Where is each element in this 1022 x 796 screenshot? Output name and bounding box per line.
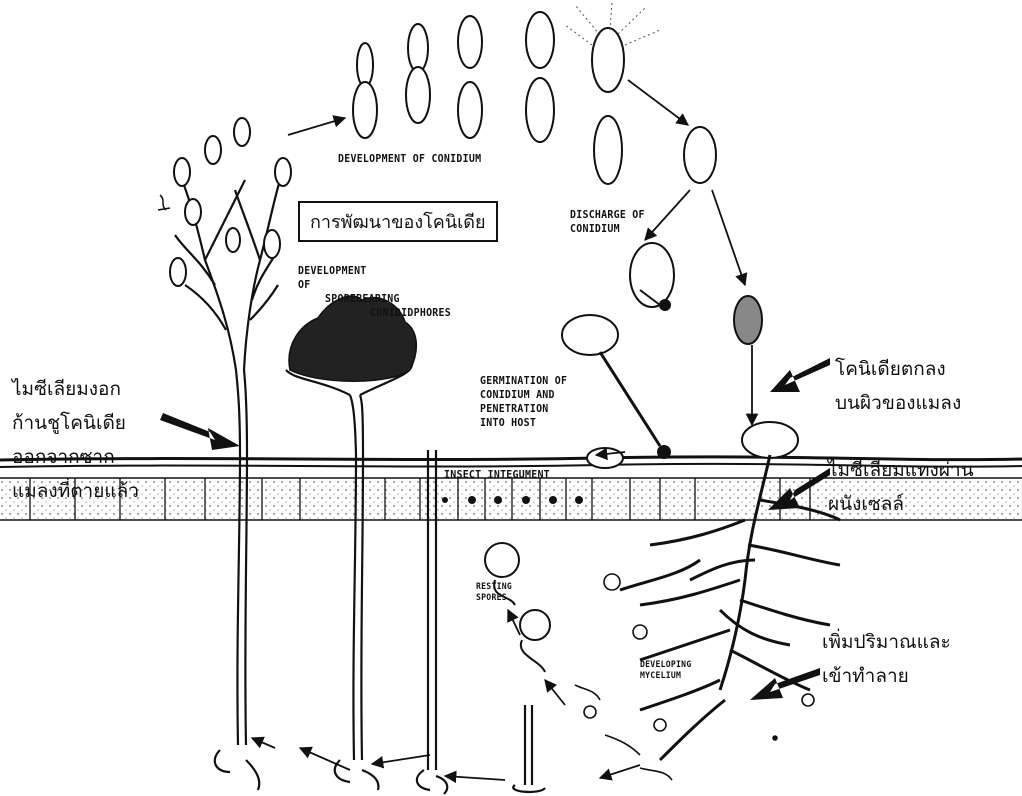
label-discharge-line-2: CONIDIUM — [570, 222, 645, 236]
label-sporebearing-line-2: OF — [298, 278, 451, 292]
mycelium-fragments — [575, 574, 814, 780]
label-mycelium-growth-line-4: แมลงที่ตายแล้ว — [12, 474, 139, 508]
label-germination-line-2: CONIDIUM AND — [480, 388, 567, 402]
label-sporebearing-line-3: SPOREBEARING — [325, 292, 451, 306]
label-multiply-destroy: เพิ่มปริมาณและ เข้าทำลาย — [822, 625, 951, 693]
label-germination-line-1: GERMINATION OF — [480, 374, 567, 388]
label-multiply-line-1: เพิ่มปริมาณและ — [822, 625, 951, 659]
label-mycelium-growth-line-1: ไมซีเลียมงอก — [12, 372, 139, 406]
label-germination: GERMINATION OF CONIDIUM AND PENETRATION … — [480, 374, 567, 430]
label-sporebearing-line-4: CONIDIDPHORES — [370, 306, 451, 320]
label-conidia-fall: โคนิเดียตกลง บนผิวของแมลง — [835, 352, 961, 420]
label-germination-line-4: INTO HOST — [480, 416, 567, 430]
label-developing-mycelium: DEVELOPING MYCELIUM — [640, 660, 691, 682]
label-multiply-line-2: เข้าทำลาย — [822, 659, 951, 693]
label-mycelium-growth-line-3: ออกจากซาก — [12, 440, 139, 474]
label-discharge-line-1: DISCHARGE OF — [570, 208, 645, 222]
label-resting-line-2: SPORES — [476, 593, 512, 604]
label-mycelium-penetrates: ไมซีเลียมแทงผ่าน ผนังเซลล์ — [828, 453, 974, 521]
germinating-conidium — [562, 315, 798, 468]
label-resting-line-1: RESTING — [476, 582, 512, 593]
label-insect-integument: INSECT INTEGUMENT — [444, 468, 550, 482]
label-mycelium-penetrates-line-1: ไมซีเลียมแทงผ่าน — [828, 453, 974, 487]
label-mycelium-penetrates-line-2: ผนังเซลล์ — [828, 487, 974, 521]
label-development-of-sporebearing: DEVELOPMENT OF SPOREBEARING CONIDIDPHORE… — [298, 264, 451, 320]
label-conidia-development-box: การพัฒนาของโคนิเดีย — [298, 201, 498, 242]
label-mycelium-growth-line-2: ก้านชูโคนิเดีย — [12, 406, 139, 440]
conidium-tip — [170, 118, 291, 286]
sporebearing-conidiophore — [286, 365, 412, 790]
label-conidia-fall-line-2: บนผิวของแมลง — [835, 386, 961, 420]
label-resting-spores: RESTING SPORES — [476, 582, 512, 604]
label-mycelium-growth: ไมซีเลียมงอก ก้านชูโคนิเดีย ออกจากซาก แม… — [12, 372, 139, 508]
label-developing-line-2: MYCELIUM — [640, 671, 691, 682]
label-discharge-of-conidium: DISCHARGE OF CONIDIUM — [570, 208, 645, 236]
resting-spores — [485, 543, 550, 672]
label-development-of-conidium: DEVELOPMENT OF CONIDIUM — [338, 152, 481, 166]
label-developing-line-1: DEVELOPING — [640, 660, 691, 671]
label-conidia-fall-line-1: โคนิเดียตกลง — [835, 352, 961, 386]
label-germination-line-3: PENETRATION — [480, 402, 567, 416]
label-sporebearing-line-1: DEVELOPMENT — [298, 264, 451, 278]
